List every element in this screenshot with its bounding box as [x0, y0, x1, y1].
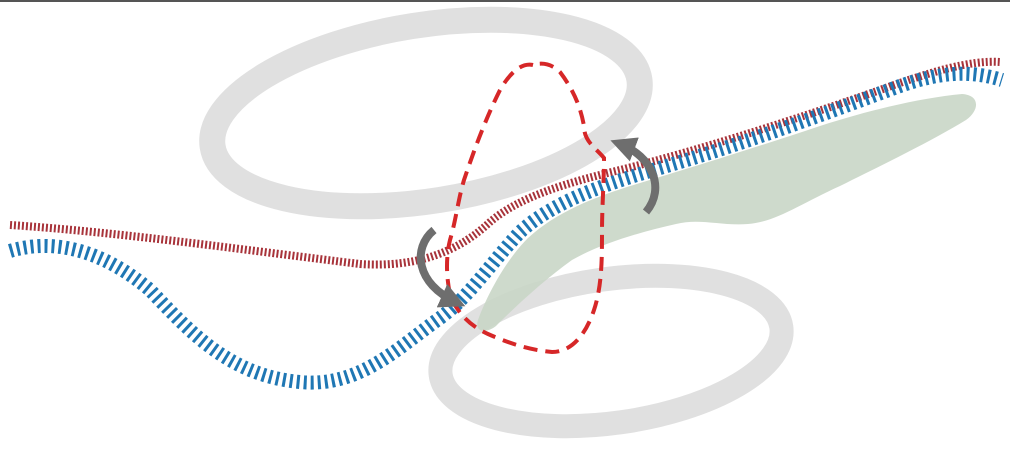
shaded-region [477, 94, 977, 331]
upper-ellipse [199, 6, 653, 220]
lower-ellipse [428, 263, 794, 439]
lower-curved-arrow-icon [416, 226, 466, 308]
red-hatched-line [9, 57, 1001, 269]
dashed-outline [445, 61, 607, 355]
top-border [0, 0, 1010, 2]
upper-curved-arrow-icon [610, 137, 660, 215]
